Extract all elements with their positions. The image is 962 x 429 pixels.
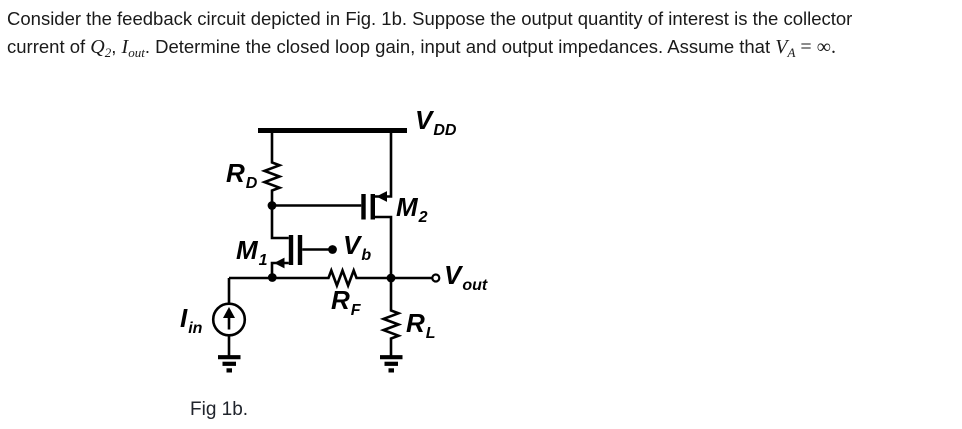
equals-infinity: = ∞. <box>795 36 836 58</box>
m1-source-arrow <box>274 257 285 269</box>
problem-text-2b: . Determine the closed loop gain, input … <box>144 36 776 57</box>
label-vb: Vb <box>343 230 372 264</box>
vb-node-dot <box>328 245 337 254</box>
label-m1: M1 <box>236 235 268 269</box>
va-subscript: A <box>787 45 796 60</box>
resistor-rd <box>260 159 284 192</box>
m2-source-lead <box>375 133 393 198</box>
va-symbol: V <box>775 36 788 58</box>
resistor-rl <box>379 307 403 340</box>
q2-symbol: Q <box>90 36 105 58</box>
q2-subscript: 2 <box>104 45 112 60</box>
problem-text-2a: current of <box>7 36 91 57</box>
comma: , <box>111 36 122 57</box>
iout-subscript: out <box>128 45 145 60</box>
m2-drain-lead <box>375 215 393 278</box>
label-vdd: VDD <box>415 105 457 139</box>
problem-line-2: current of Q2, Iout. Determine the close… <box>7 33 852 67</box>
label-m2: M2 <box>396 192 428 226</box>
label-rf: RF <box>331 285 361 319</box>
problem-line-1: Consider the feedback circuit depicted i… <box>7 5 852 33</box>
label-rd: RD <box>226 158 258 192</box>
iout-symbol: I <box>121 36 129 58</box>
resistor-rf <box>325 266 360 290</box>
mosfet-m1 <box>274 235 332 269</box>
ground-symbol-left <box>218 355 241 373</box>
iin-arrow-head <box>223 307 235 318</box>
node-dot-output <box>386 273 396 283</box>
figure-caption: Fig 1b. <box>190 399 249 420</box>
problem-statement: Consider the feedback circuit depicted i… <box>7 5 852 67</box>
vout-terminal <box>431 273 441 283</box>
node-dot-source <box>267 273 277 282</box>
label-vout: Vout <box>444 260 488 294</box>
label-iin: Iin <box>180 303 203 337</box>
wire <box>270 205 289 240</box>
mosfet-m2 <box>361 133 393 278</box>
ground-symbol-right <box>380 355 403 373</box>
label-rl: RL <box>406 308 436 342</box>
problem-text-1: Consider the feedback circuit depicted i… <box>7 8 853 29</box>
current-source-iin <box>211 302 247 337</box>
m2-source-arrow <box>376 191 387 202</box>
node-dot-rd-gate <box>267 201 277 210</box>
